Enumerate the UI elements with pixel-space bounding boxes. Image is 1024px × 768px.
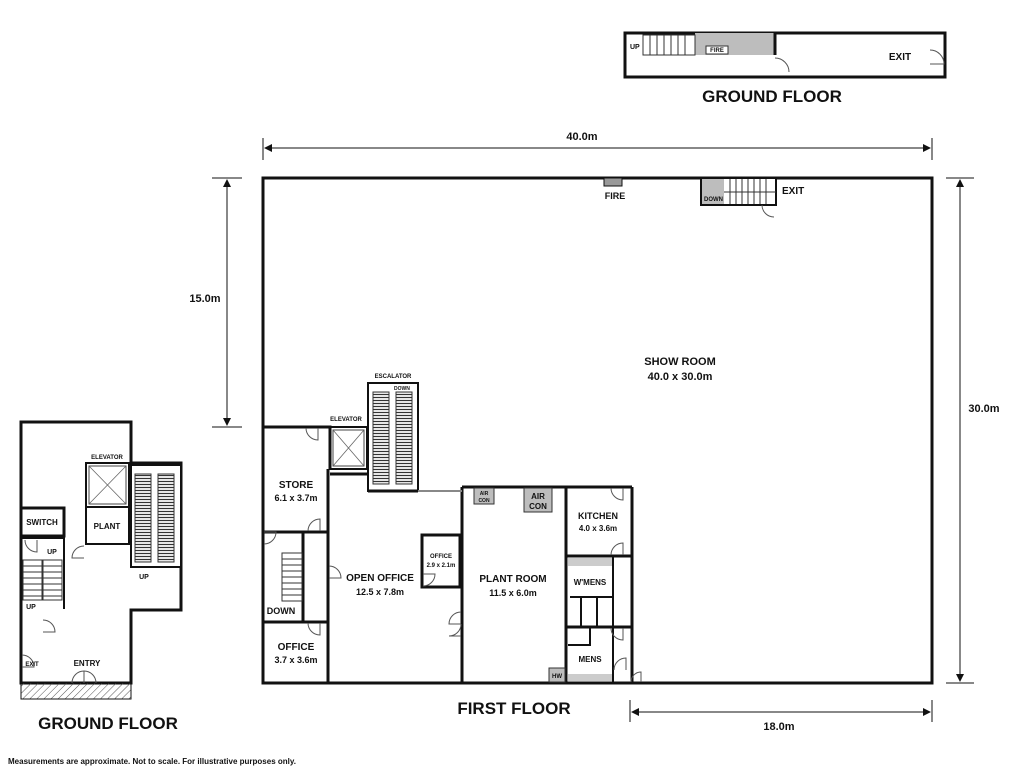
first-fire-label: FIRE (605, 191, 626, 201)
elevator-label: ELEVATOR (330, 417, 362, 423)
interior-walls (263, 425, 634, 683)
aircon-small-label-1: AIR (480, 491, 489, 497)
aircon-large-label-1: AIR (531, 492, 545, 501)
office-name: OFFICE (278, 642, 315, 653)
ground-large-title: GROUND FLOOR (38, 714, 178, 733)
ground-plant-label: PLANT (94, 522, 121, 531)
dim-height-label: 30.0m (968, 403, 999, 415)
dim-left-label: 15.0m (189, 293, 220, 305)
office-size: 3.7 x 3.6m (274, 655, 317, 665)
dim-width-label: 40.0m (566, 131, 597, 143)
womens-label: W'MENS (574, 578, 607, 587)
plant-room-name: PLANT ROOM (479, 574, 546, 585)
stair-first-top: DOWN (700, 177, 777, 206)
dimension-bottom: 18.0m (629, 700, 933, 733)
first-floor: 40.0m 15.0m 30.0m 18.0m FIRE (189, 131, 999, 733)
disclaimer-text: Measurements are approximate. Not to sca… (8, 757, 296, 766)
mens-label: MENS (578, 655, 602, 664)
ground-entry-label: ENTRY (74, 659, 101, 668)
small-office-size: 2.9 x 2.1m (427, 563, 456, 569)
store-down-label: DOWN (267, 606, 296, 616)
dimension-width: 40.0m (262, 131, 933, 160)
plant-room-size: 11.5 x 6.0m (489, 588, 537, 598)
ground-small-title: GROUND FLOOR (702, 87, 842, 106)
escalator-label: ESCALATOR (375, 374, 412, 380)
first-exit-label: EXIT (782, 186, 804, 197)
ground-small-up-label: UP (630, 44, 640, 51)
aircon-small-label-2: CON (478, 498, 490, 504)
ground-up-label-1: UP (47, 549, 57, 556)
dimension-height: 30.0m (946, 177, 1000, 684)
open-office-name: OPEN OFFICE (346, 573, 414, 584)
ground-escalator-up-label: UP (139, 574, 149, 581)
ground-up-label-2: UP (26, 604, 36, 611)
ground-door-swings (21, 539, 97, 684)
first-floor-title: FIRST FLOOR (457, 699, 570, 718)
dim-bottom-label: 18.0m (763, 721, 794, 733)
store-name: STORE (279, 480, 314, 491)
ground-floor-small: UP FIRE EXIT GROUND FLOOR (623, 31, 947, 106)
kitchen-name: KITCHEN (578, 511, 618, 521)
stair-store: DOWN (267, 552, 303, 616)
toilets (568, 556, 614, 683)
kitchen-size: 4.0 x 3.6m (579, 524, 617, 533)
elevator: ELEVATOR (329, 417, 368, 470)
door-swings (263, 427, 642, 683)
switch-label: SWITCH (26, 518, 58, 527)
open-office-size: 12.5 x 7.8m (356, 587, 404, 597)
stair-ground-small (642, 34, 696, 56)
ground-elevator-label: ELEVATOR (91, 455, 123, 461)
ground-small-exit-label: EXIT (889, 52, 911, 63)
hw-label: HW (552, 674, 562, 680)
ground-escalator: UP (130, 464, 182, 581)
dimension-left: 15.0m (189, 177, 242, 428)
escalator-down-label: DOWN (394, 386, 410, 392)
aircon-large-label-2: CON (529, 502, 547, 511)
ground-small-fire-label: FIRE (710, 48, 724, 54)
store-size: 6.1 x 3.7m (274, 493, 317, 503)
ground-exit-label: EXIT (25, 662, 39, 668)
showroom-size: 40.0 x 30.0m (648, 371, 713, 383)
escalator: ESCALATOR DOWN (367, 374, 419, 492)
first-down-top-label: DOWN (704, 197, 723, 203)
ground-stair: UP UP (21, 537, 65, 611)
ground-floor-large: ELEVATOR PLANT UP SWITCH UP (19, 420, 183, 733)
showroom-name: SHOW ROOM (644, 356, 716, 368)
small-office-name: OFFICE (430, 554, 452, 560)
